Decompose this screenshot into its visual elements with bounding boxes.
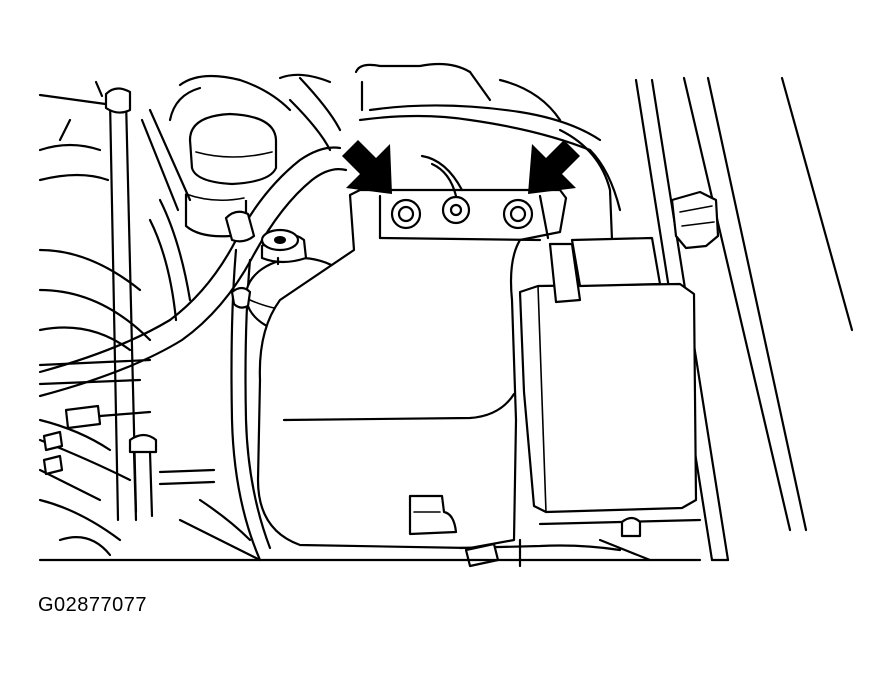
callout-arrows xyxy=(342,140,580,194)
fender-edge-lines xyxy=(634,76,854,562)
figure-id-label: G02877077 xyxy=(38,594,148,616)
upper-components xyxy=(38,62,622,242)
side-connector xyxy=(670,190,720,250)
left-bolt xyxy=(390,198,422,230)
ground-terminal xyxy=(420,154,471,225)
right-arrow xyxy=(528,140,580,194)
lower-harness xyxy=(38,430,702,568)
relay-box xyxy=(518,236,702,538)
main-hose xyxy=(38,146,348,430)
left-arrow xyxy=(342,140,392,194)
right-bolt xyxy=(502,198,534,230)
main-housing xyxy=(256,188,568,550)
mounting-bolts xyxy=(390,154,534,230)
